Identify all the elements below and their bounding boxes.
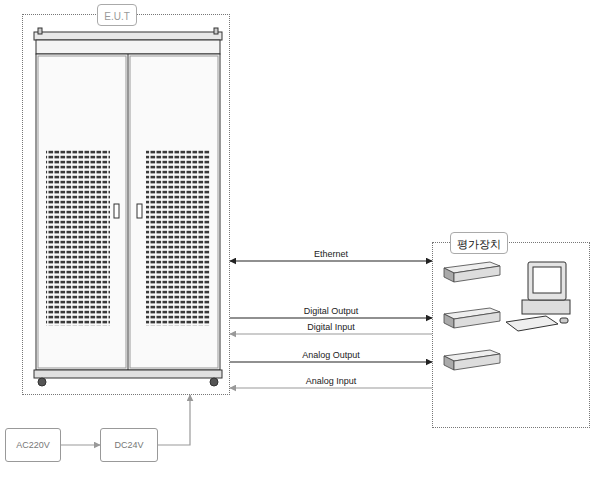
computer-icon [506,262,570,331]
region-label: 평가장치 [457,238,501,250]
region-tag: E.U.T [97,4,137,26]
signal-arrow [230,317,432,318]
signal-arrow [230,260,432,261]
equipment-region: 평가장치 [432,242,590,428]
signal-label: Ethernet [312,249,350,259]
signal-label: Digital Input [305,322,357,332]
signal-label: Digital Output [302,306,361,316]
region-label: E.U.T [104,11,130,22]
switch-devices [444,262,500,370]
supply-label: AC220V [16,440,50,450]
signal-arrow [230,361,432,362]
supply-label: DC24V [114,440,143,450]
power-box: AC220V [5,428,61,462]
signal-arrow [61,444,100,445]
signal-arrow [230,333,432,334]
signal-label: Analog Output [300,350,362,360]
signal-label: Analog Input [304,376,359,386]
cabinet [34,28,222,386]
region-tag: 평가장치 [450,232,508,254]
signal-arrow [230,387,432,388]
signal-arrow [158,395,190,445]
equipment-region: E.U.T [22,14,230,395]
power-box: DC24V [100,428,158,462]
